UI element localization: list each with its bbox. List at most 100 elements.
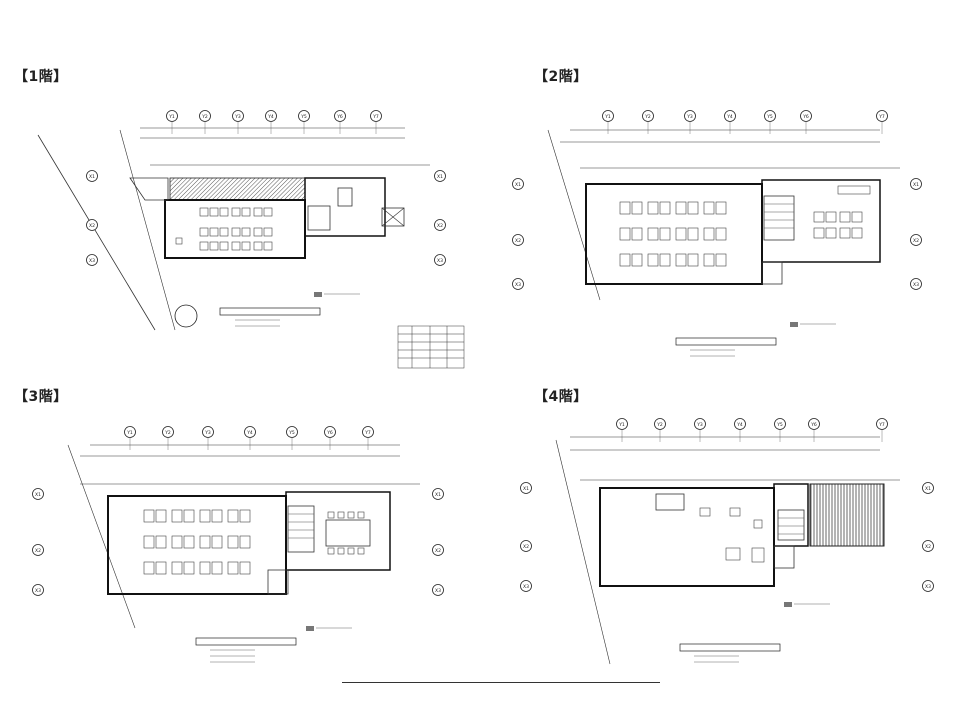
svg-text:X3: X3 <box>435 588 441 594</box>
grid-bubble-f4-y3: Y3 <box>694 418 706 430</box>
svg-text:X2: X2 <box>523 544 529 550</box>
floor-label-1: 【1階】 <box>14 69 68 85</box>
svg-text:Y3: Y3 <box>234 114 241 120</box>
grid-bubble-f1-y5: Y5 <box>298 110 310 122</box>
floor-label-3: 【3階】 <box>14 389 68 405</box>
svg-text:Y1: Y1 <box>126 430 133 436</box>
svg-text:Y6: Y6 <box>802 114 809 120</box>
grid-bubble-f3-x1-right: X1 <box>432 488 444 500</box>
svg-text:Y5: Y5 <box>300 114 307 120</box>
svg-text:X3: X3 <box>523 584 529 590</box>
grid-bubble-f1-x1-left: X1 <box>86 170 98 182</box>
svg-text:X3: X3 <box>913 282 919 288</box>
grid-bubble-f1-x3-left: X3 <box>86 254 98 266</box>
svg-text:Y3: Y3 <box>686 114 693 120</box>
floor-plan-3 <box>67 444 420 663</box>
grid-bubble-f4-y1: Y1 <box>616 418 628 430</box>
grid-bubble-f4-y6: Y6 <box>808 418 820 430</box>
grid-bubble-f3-y1: Y1 <box>124 426 136 438</box>
svg-text:X2: X2 <box>925 544 931 550</box>
svg-text:Y5: Y5 <box>776 422 783 428</box>
grid-bubble-f4-x1-right: X1 <box>922 482 934 494</box>
grid-bubble-f1-y6: Y6 <box>334 110 346 122</box>
svg-text:Y7: Y7 <box>878 422 885 428</box>
svg-text:Y4: Y4 <box>267 114 274 120</box>
svg-text:Y2: Y2 <box>644 114 651 120</box>
svg-text:Y6: Y6 <box>810 422 817 428</box>
svg-text:Y5: Y5 <box>288 430 295 436</box>
grid-bubble-f3-y3: Y3 <box>202 426 214 438</box>
floor-label-2: 【2階】 <box>534 69 588 85</box>
grid-bubble-f4-x3-left: X3 <box>520 580 532 592</box>
svg-text:X1: X1 <box>913 182 919 188</box>
svg-text:Y6: Y6 <box>326 430 333 436</box>
grid-bubble-f2-x1-left: X1 <box>512 178 524 190</box>
grid-bubble-f4-x2-right: X2 <box>922 540 934 552</box>
grid-bubble-f3-y5: Y5 <box>286 426 298 438</box>
grid-bubble-f1-x2-right: X2 <box>434 219 446 231</box>
floor-plan-1 <box>37 127 465 369</box>
svg-text:Y2: Y2 <box>164 430 171 436</box>
svg-text:X1: X1 <box>515 182 521 188</box>
svg-text:X2: X2 <box>913 238 919 244</box>
svg-text:Y4: Y4 <box>726 114 733 120</box>
grid-bubble-f3-x3-left: X3 <box>32 584 44 596</box>
grid-bubble-f3-y2: Y2 <box>162 426 174 438</box>
svg-text:Y2: Y2 <box>201 114 208 120</box>
svg-text:Y3: Y3 <box>204 430 211 436</box>
grid-bubble-f1-y4: Y4 <box>265 110 277 122</box>
svg-text:Y5: Y5 <box>766 114 773 120</box>
grid-bubble-f2-x2-right: X2 <box>910 234 922 246</box>
grid-bubble-f4-x3-right: X3 <box>922 580 934 592</box>
grid-bubble-f4-x2-left: X2 <box>520 540 532 552</box>
floor-plan-2 <box>547 129 900 357</box>
grid-bubble-f2-y7: Y7 <box>876 110 888 122</box>
grid-bubble-f1-x2-left: X2 <box>86 219 98 231</box>
grid-bubble-f3-y7: Y7 <box>362 426 374 438</box>
grid-bubble-f3-x1-left: X1 <box>32 488 44 500</box>
svg-text:Y6: Y6 <box>336 114 343 120</box>
svg-text:X2: X2 <box>35 548 41 554</box>
bottom-rule <box>342 682 660 683</box>
floor-label-4: 【4階】 <box>534 389 588 405</box>
grid-bubble-f1-y3: Y3 <box>232 110 244 122</box>
grid-bubble-f4-y2: Y2 <box>654 418 666 430</box>
svg-text:X2: X2 <box>89 223 95 229</box>
grid-bubble-f3-x2-right: X2 <box>432 544 444 556</box>
svg-text:X2: X2 <box>435 548 441 554</box>
floor-plan-4 <box>555 436 900 665</box>
svg-text:X1: X1 <box>35 492 41 498</box>
svg-text:X3: X3 <box>89 258 95 264</box>
grid-bubble-f4-y4: Y4 <box>734 418 746 430</box>
svg-text:Y7: Y7 <box>364 430 371 436</box>
svg-text:X3: X3 <box>925 584 931 590</box>
grid-bubble-f3-y6: Y6 <box>324 426 336 438</box>
grid-bubble-f2-y5: Y5 <box>764 110 776 122</box>
svg-text:Y4: Y4 <box>246 430 253 436</box>
grid-bubble-f2-x3-right: X3 <box>910 278 922 290</box>
svg-text:Y7: Y7 <box>878 114 885 120</box>
grid-bubble-f2-y1: Y1 <box>602 110 614 122</box>
svg-text:X1: X1 <box>89 174 95 180</box>
svg-text:Y7: Y7 <box>372 114 379 120</box>
svg-text:X2: X2 <box>437 223 443 229</box>
grid-bubble-f1-y2: Y2 <box>199 110 211 122</box>
grid-bubble-f1-x3-right: X3 <box>434 254 446 266</box>
svg-text:X3: X3 <box>35 588 41 594</box>
grid-bubble-f1-y7: Y7 <box>370 110 382 122</box>
grid-bubble-f2-x2-left: X2 <box>512 234 524 246</box>
svg-text:Y1: Y1 <box>604 114 611 120</box>
grid-bubble-f4-x1-left: X1 <box>520 482 532 494</box>
grid-bubble-f4-y7: Y7 <box>876 418 888 430</box>
grid-bubble-f3-y4: Y4 <box>244 426 256 438</box>
svg-text:X1: X1 <box>925 486 931 492</box>
grid-bubble-f1-y1: Y1 <box>166 110 178 122</box>
grid-bubble-f2-x1-right: X1 <box>910 178 922 190</box>
svg-text:X1: X1 <box>437 174 443 180</box>
svg-text:Y1: Y1 <box>168 114 175 120</box>
svg-text:X2: X2 <box>515 238 521 244</box>
svg-text:Y2: Y2 <box>656 422 663 428</box>
svg-text:X3: X3 <box>437 258 443 264</box>
grid-bubble-f2-y6: Y6 <box>800 110 812 122</box>
